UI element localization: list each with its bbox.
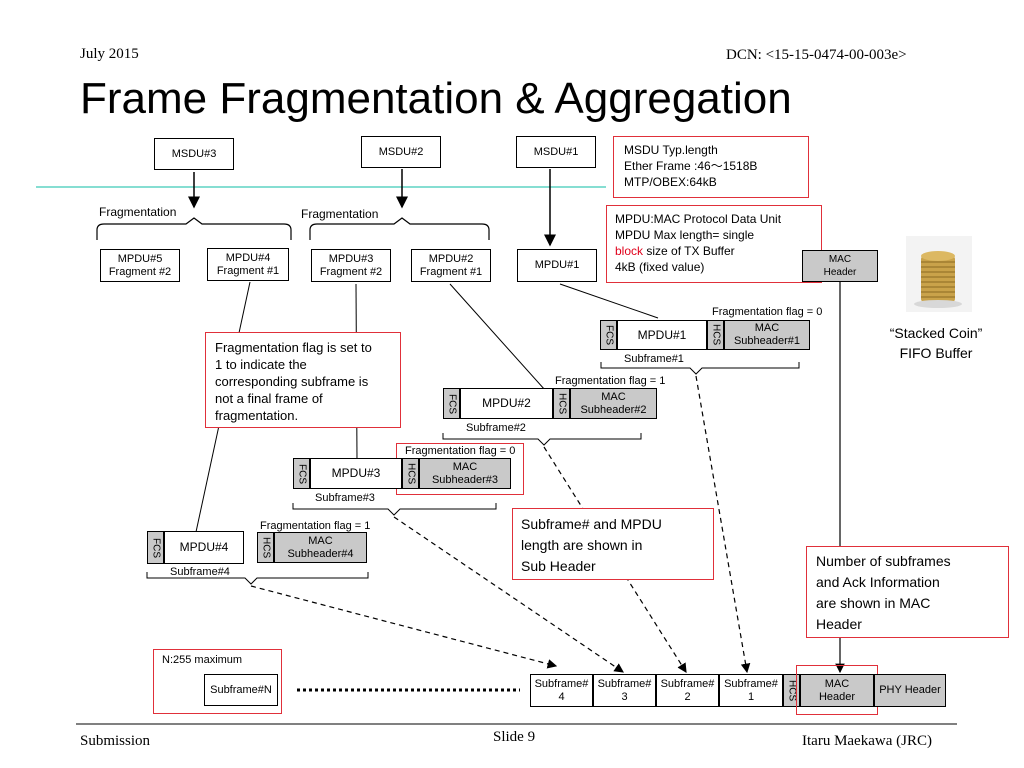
header-date: July 2015 — [80, 46, 139, 62]
msdu-length-note: MSDU Typ.length Ether Frame :46〜1518B MT… — [613, 136, 809, 198]
brace-msdu3 — [96, 217, 292, 240]
mpdu1-box: MPDU#1 — [517, 249, 597, 282]
subframe2-label: Subframe#2 — [466, 422, 526, 434]
footer-submission: Submission — [80, 733, 151, 749]
subframe2-hcs: HCS — [553, 388, 570, 419]
subframe3-label: Subframe#3 — [315, 492, 375, 504]
fragmentation-flag-note: Fragmentation flag is set to 1 to indica… — [205, 332, 401, 428]
subframe3-fcs: FCS — [293, 458, 310, 489]
subframe1-mpdu: MPDU#1 — [617, 320, 707, 350]
header-dcn: DCN: <15-15-0474-00-003e> — [726, 47, 907, 63]
subframe1-flag: Fragmentation flag = 0 — [712, 306, 823, 318]
subframe4-fcs: FCS — [147, 531, 164, 564]
subframe3-hcs: HCS — [402, 458, 419, 489]
subframe2-flag: Fragmentation flag = 1 — [555, 375, 666, 387]
fragmentation-label-2: Fragmentation — [301, 207, 379, 221]
subframe1-label: Subframe#1 — [624, 353, 684, 365]
fragmentation-label-1: Fragmentation — [99, 205, 177, 219]
subframe4-mpdu: MPDU#4 — [164, 531, 244, 564]
final-subframe1: Subframe#1 — [719, 674, 783, 707]
stacked-coin-image — [906, 236, 972, 312]
subframe3-mpdu: MPDU#3 — [310, 458, 402, 489]
subframe4-label: Subframe#4 — [170, 566, 230, 578]
mac-header-highlight — [796, 665, 878, 715]
final-hcs: HCS — [783, 674, 800, 707]
msdu1-box: MSDU#1 — [516, 136, 596, 168]
final-phy-header: PHY Header — [874, 674, 946, 707]
subframe2-fcs: FCS — [443, 388, 460, 419]
subheader-note: Subframe# and MPDU length are shown in S… — [512, 508, 714, 580]
n-max-label: N:255 maximum — [162, 654, 243, 666]
footer-slide-number: Slide 9 — [493, 729, 536, 745]
subframe-n-region — [153, 649, 282, 714]
subframe1-hcs: HCS — [707, 320, 724, 350]
mpdu-definition-note: MPDU:MAC Protocol Data Unit MPDU Max len… — [606, 205, 822, 283]
final-subframe4: Subframe#4 — [530, 674, 593, 707]
subframe1-fcs: FCS — [600, 320, 617, 350]
subframe-n-box: Subframe#N — [204, 674, 278, 706]
page-title: Frame Fragmentation & Aggregation — [80, 74, 792, 123]
stacked-coin-caption: “Stacked Coin” FIFO Buffer — [889, 325, 983, 361]
msdu2-box: MSDU#2 — [361, 136, 441, 168]
msdu3-box: MSDU#3 — [154, 138, 234, 170]
subframe4-flag: Fragmentation flag = 1 — [260, 520, 371, 532]
mac-header-note: Number of subframes and Ack Information … — [806, 546, 1009, 638]
footer-author: Itaru Maekawa (JRC) — [802, 733, 932, 749]
subframe4-hcs: HCS — [257, 532, 274, 563]
subframe2-mpdu: MPDU#2 — [460, 388, 553, 419]
subframe3-flag: Fragmentation flag = 0 — [405, 445, 516, 457]
final-subframe2: Subframe#2 — [656, 674, 719, 707]
brace-msdu2 — [309, 217, 490, 240]
final-subframe3: Subframe#3 — [593, 674, 656, 707]
